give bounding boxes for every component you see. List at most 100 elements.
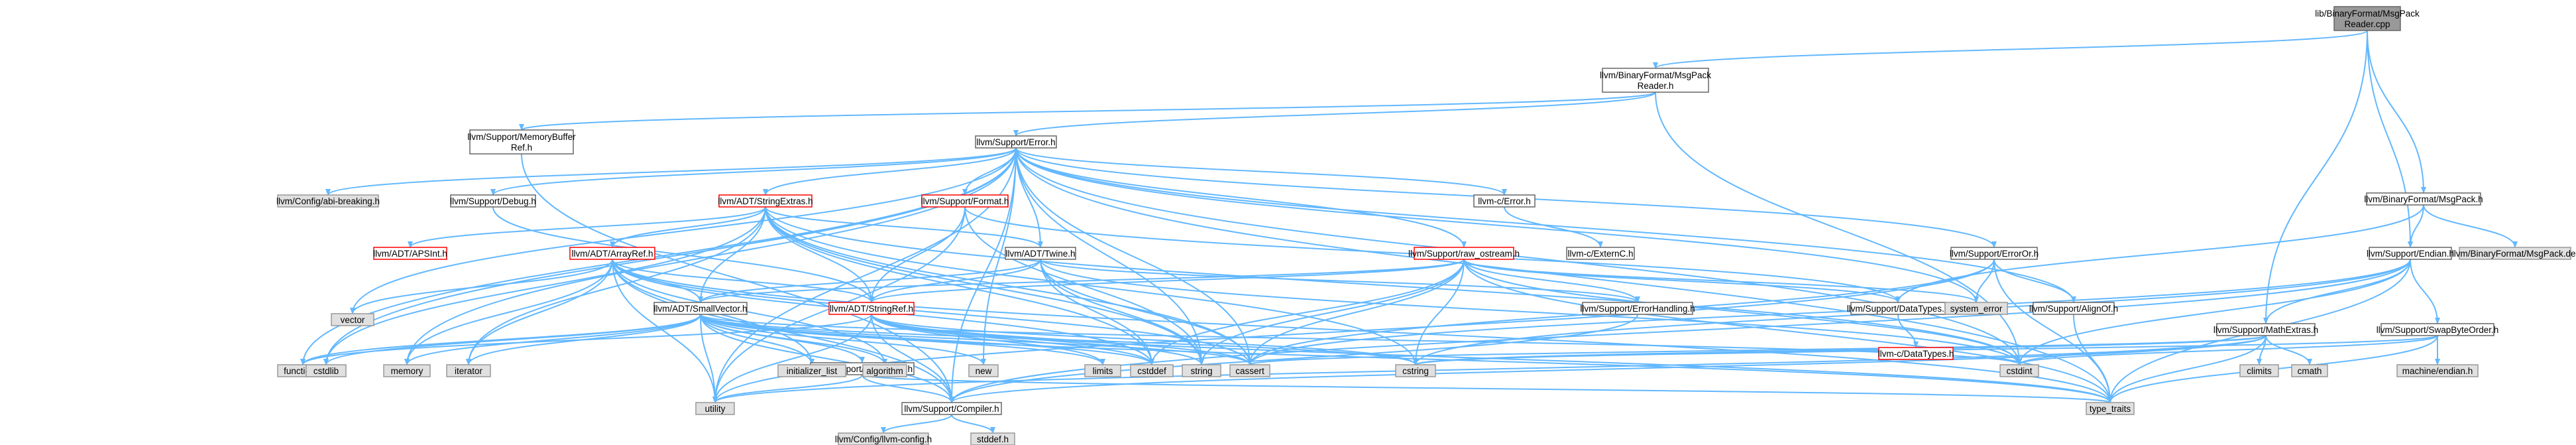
node-n28: llvm/Config/llvm-config.h	[835, 432, 932, 445]
node-label: llvm/Support/ErrorOr.h	[1950, 249, 2039, 259]
node-box	[2086, 402, 2135, 415]
edge-n20-to-n27	[871, 314, 954, 403]
edge-n5-to-n27	[949, 259, 2411, 403]
node-n20[interactable]: llvm/ADT/StringRef.h	[828, 302, 915, 315]
edge-n10-to-n20	[492, 206, 874, 303]
edge-n3-to-n44	[1015, 147, 2022, 365]
edge-n1-to-n3	[1013, 92, 1656, 137]
node-label: llvm/BinaryFormat/MsgPack.def	[2452, 249, 2576, 259]
node-n10[interactable]: llvm/Support/Debug.h	[450, 194, 536, 208]
node-n16[interactable]: llvm/Support/raw_ostream.h	[1408, 247, 1520, 260]
node-label: llvm/Support/raw_ostream.h	[1408, 249, 1520, 259]
edge-n13-to-n40	[1040, 259, 1154, 365]
node-label: cstddef	[1137, 366, 1166, 376]
node-label: llvm/ADT/ArrayRef.h	[571, 249, 653, 259]
edge-n11-to-n43	[765, 206, 1418, 365]
node-n24[interactable]: llvm-c/DataTypes.h	[1878, 347, 1954, 360]
node-n21[interactable]: llvm/ADT/SmallVector.h	[653, 302, 748, 315]
node-n25[interactable]: llvm/Support/AlignOf.h	[2029, 302, 2118, 315]
node-box	[331, 313, 374, 326]
edge-n19-to-n20	[612, 259, 874, 303]
node-box	[1414, 247, 1514, 260]
node-n11[interactable]: llvm/ADT/StringExtras.h	[718, 194, 813, 208]
edge-n11-to-n33	[323, 206, 766, 365]
node-n33: cstdlib	[306, 364, 347, 377]
node-box	[1944, 302, 2008, 315]
node-n40: cstddef	[1130, 364, 1174, 377]
edge-n1-to-n2	[519, 92, 1656, 131]
node-label: llvm/Support/Compiler.h	[904, 404, 999, 414]
node-label: llvm/BinaryFormat/MsgPack	[1600, 70, 1711, 80]
node-n48: cmath	[2291, 364, 2328, 377]
edge-n7-to-n45	[2107, 335, 2267, 403]
edge-n3-to-n11	[763, 147, 1017, 196]
edge-n21-to-n32	[300, 314, 701, 365]
node-n22[interactable]: llvm/Support/ErrorHandling.h	[1580, 302, 1695, 315]
node-n14[interactable]: llvm-c/Error.h	[1473, 194, 1536, 208]
node-box	[1566, 247, 1635, 260]
edge-n21-to-n45	[700, 314, 2113, 403]
edge-n21-to-n35	[466, 314, 701, 365]
node-n17[interactable]: llvm/Support/ErrorOr.h	[1950, 247, 2039, 260]
node-label: vector	[341, 315, 365, 325]
edge-n17-to-n30	[1974, 259, 1995, 303]
node-label: cassert	[1235, 366, 1264, 376]
edge-n26-to-n27	[862, 374, 954, 403]
edge-n3-to-n16	[1015, 147, 1467, 248]
edge-n16-to-n23	[1463, 259, 1901, 303]
node-label: llvm/Support/SwapByteOrder.h	[2377, 325, 2499, 335]
node-label: llvm/Config/abi-breaking.h	[276, 196, 380, 206]
node-box	[469, 129, 574, 155]
edge-n21-to-n27	[700, 314, 954, 403]
node-n23[interactable]: llvm/Support/DataTypes.h	[1847, 302, 1950, 315]
node-n3[interactable]: llvm/Support/Error.h	[975, 135, 1057, 149]
node-n9: llvm/Config/abi-breaking.h	[276, 194, 380, 208]
edge-n3-to-n38	[981, 147, 1017, 365]
node-n27[interactable]: llvm/Support/Compiler.h	[901, 402, 1002, 415]
node-n19[interactable]: llvm/ADT/ArrayRef.h	[569, 247, 655, 260]
node-n47: climits	[2239, 364, 2279, 377]
node-label: llvm/BinaryFormat/MsgPack.h	[2364, 194, 2483, 204]
node-box	[2396, 364, 2479, 377]
node-n15[interactable]: llvm-c/ExternC.h	[1566, 247, 1635, 260]
node-label: initializer_list	[787, 366, 838, 376]
edge-n23-to-n24	[1897, 314, 1919, 348]
edge-n16-to-n22	[1463, 259, 1640, 303]
edge-n27-to-n28	[881, 414, 952, 434]
node-n4[interactable]: llvm/BinaryFormat/MsgPack.h	[2364, 192, 2483, 206]
node-label: type_traits	[2090, 404, 2131, 414]
node-box	[2333, 6, 2401, 31]
node-label: llvm/ADT/StringRef.h	[830, 304, 913, 314]
node-n18[interactable]: llvm/ADT/APSInt.h	[373, 247, 447, 260]
node-label: cmath	[2298, 366, 2322, 376]
node-label: cstdlib	[313, 366, 339, 376]
node-label: llvm/Support/Debug.h	[450, 196, 536, 206]
node-n13[interactable]: llvm/ADT/Twine.h	[1005, 247, 1076, 260]
node-box	[2239, 364, 2279, 377]
node-label: Ref.h	[511, 143, 532, 153]
node-n5[interactable]: llvm/Support/Endian.h	[2367, 247, 2454, 260]
edge-n11-to-n44	[765, 206, 2022, 365]
node-box	[1005, 247, 1076, 260]
node-n7[interactable]: llvm/Support/MathExtras.h	[2213, 323, 2318, 336]
edge-n21-to-n42	[700, 314, 1253, 365]
node-n12[interactable]: llvm/Support/Format.h	[921, 194, 1009, 208]
node-label: llvm/Support/Endian.h	[2367, 249, 2454, 259]
edge-n0-to-n4	[2367, 30, 2426, 194]
edge-n16-to-n45	[1463, 259, 2113, 403]
edge-n16-to-n43	[1413, 259, 1465, 365]
node-label: iterator	[455, 366, 483, 376]
node-label: llvm/Config/llvm-config.h	[835, 434, 932, 444]
node-box	[1229, 364, 1270, 377]
edge-n16-to-n44	[1463, 259, 2022, 365]
node-box	[450, 194, 536, 208]
edge-n19-to-n35	[466, 259, 613, 365]
node-n8[interactable]: llvm/Support/SwapByteOrder.h	[2377, 323, 2499, 336]
edge-n7-to-n48	[2265, 335, 2312, 365]
node-label: lib/BinaryFormat/MsgPack	[2315, 9, 2420, 19]
node-label: llvm/Support/Format.h	[921, 196, 1009, 206]
edge-n26-to-n46	[712, 374, 863, 403]
